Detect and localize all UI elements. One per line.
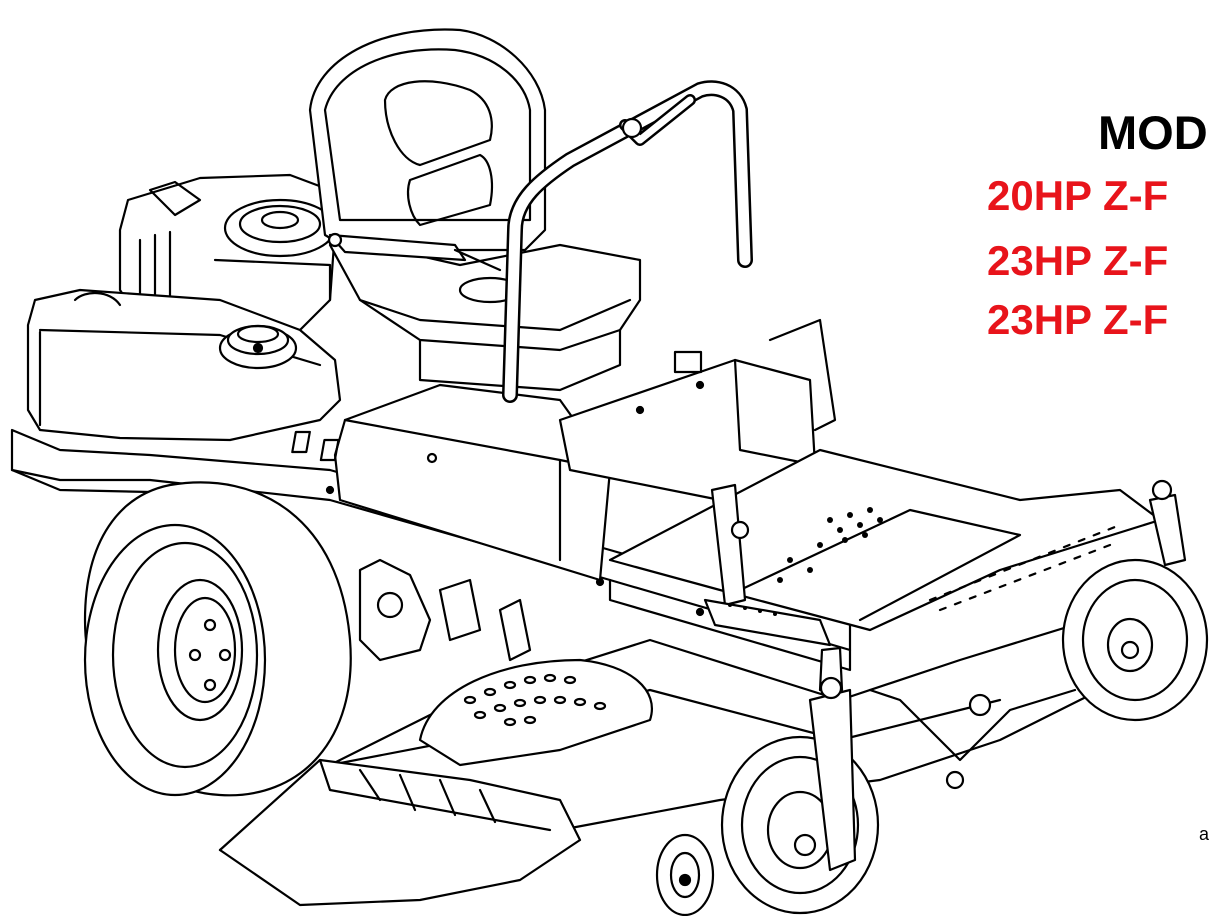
anti-scalp-roller (655, 833, 715, 916)
deck-right-edge (868, 688, 1077, 790)
right-caster-wheel (1061, 479, 1209, 722)
fuel-tank (26, 288, 342, 442)
roll-bar (502, 80, 753, 403)
control-console (291, 383, 612, 582)
transmission (358, 558, 532, 662)
engine (118, 173, 337, 337)
corner-mark: a (1199, 824, 1210, 844)
mower-deck (218, 618, 1122, 907)
deck-lift-lever (703, 483, 832, 647)
foot-platform (608, 448, 1162, 632)
rear-wheel (83, 481, 352, 797)
seat (308, 28, 642, 392)
front-caster-wheel (720, 646, 880, 915)
armrest (327, 232, 502, 272)
